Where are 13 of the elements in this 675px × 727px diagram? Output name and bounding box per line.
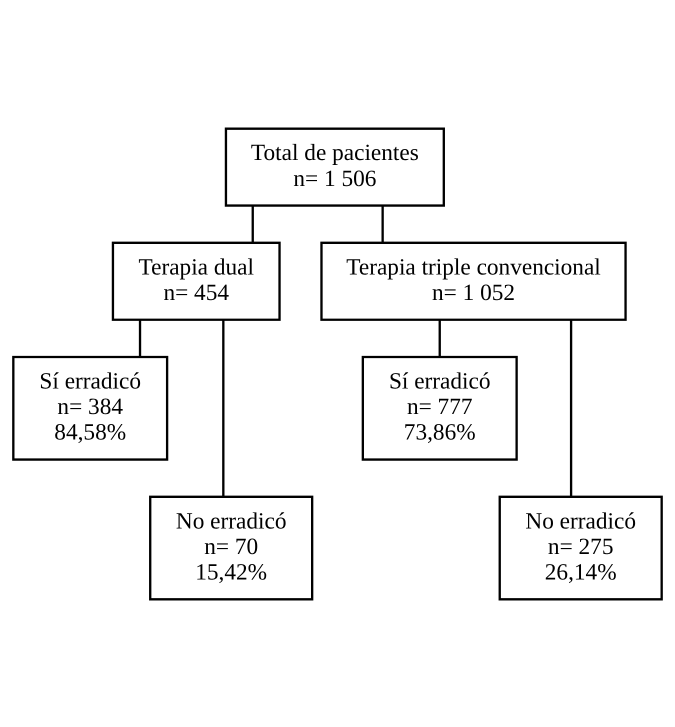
node-box: Sí erradicó n= 384 84,58%	[12, 355, 168, 460]
node-box: No erradicó n= 70 15,42%	[149, 495, 314, 600]
connector	[138, 320, 142, 356]
connector	[252, 205, 254, 242]
connector	[381, 205, 384, 242]
node-box: Terapia dual n= 454	[112, 241, 281, 320]
node-box: No erradicó n= 275 26,14%	[498, 495, 663, 600]
node-box: Total de pacientes n= 1 506	[224, 127, 445, 206]
connector	[438, 320, 441, 356]
node-box: Terapia triple convencional n= 1 052	[320, 241, 627, 320]
node-box: Sí erradicó n= 777 73,86%	[362, 355, 518, 460]
connector	[570, 320, 572, 496]
connector	[222, 320, 224, 496]
